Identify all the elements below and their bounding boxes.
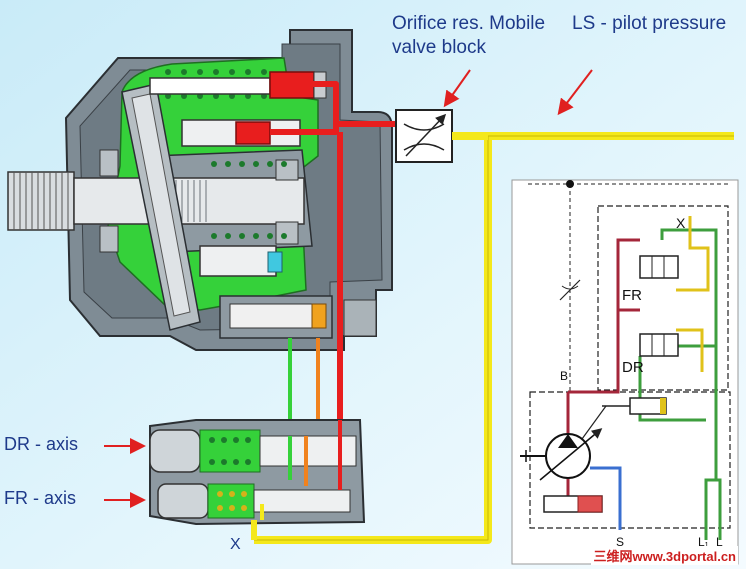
fr-axis-label: FR - axis <box>4 488 76 508</box>
ls-pilot-label: LS - pilot pressure <box>572 13 727 34</box>
compensator-cylinder <box>219 295 377 339</box>
high-pressure-channels <box>270 81 396 420</box>
control-valve-block <box>149 419 366 526</box>
schematic-fr-label: FR <box>622 287 642 304</box>
callout-arrows <box>104 69 593 508</box>
orifice-link <box>452 132 488 140</box>
watermark: 三维网www.3dportal.cn <box>591 546 738 565</box>
stroke-control-pistons <box>149 71 327 145</box>
schematic-port-l-label: L <box>716 535 723 549</box>
port-x-label: X <box>230 536 241 553</box>
schematic-port-l1-label: L₁ <box>698 535 709 549</box>
orifice-label-line1: Orifice res. Mobile <box>392 13 546 34</box>
orifice-restrictor <box>395 109 453 163</box>
orifice-label-line2: valve block <box>392 37 486 58</box>
ls-pilot-line-edge <box>254 135 734 541</box>
schematic-port-s-label: S <box>616 535 624 549</box>
hydraulic-schematic <box>511 179 739 565</box>
schematic-dr-label: DR <box>622 359 644 376</box>
swash-plate-inner <box>131 93 191 317</box>
schematic-port-x-label: X <box>676 215 686 231</box>
orifice-label: Orifice res. Mobile valve block <box>392 12 545 60</box>
schematic-port-b-label: B <box>560 369 568 383</box>
dr-axis-label: DR - axis <box>4 434 79 454</box>
